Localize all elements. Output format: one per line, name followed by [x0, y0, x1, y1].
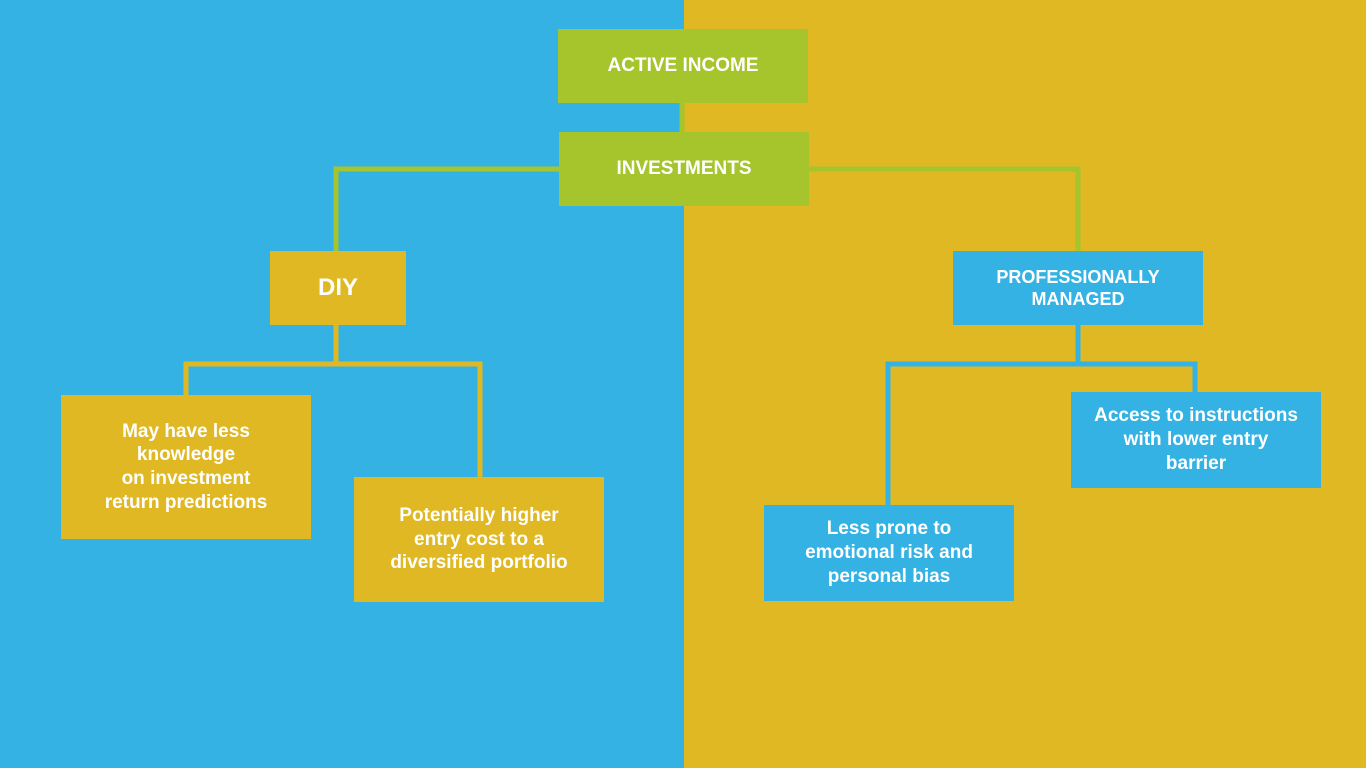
active-income-box: ACTIVE INCOME: [558, 29, 808, 103]
diy-box: DIY: [270, 251, 406, 325]
right-background-panel: [684, 0, 1366, 768]
connector-diy-branches: [183, 361, 483, 477]
diy-label: DIY: [317, 274, 358, 301]
investments-box: INVESTMENTS: [559, 132, 809, 206]
connector-pro-branches: [885, 361, 1198, 505]
connector-investments-to-pro: [809, 166, 1081, 251]
investments-label: INVESTMENTS: [616, 158, 752, 180]
connector-investments-to-diy: [333, 166, 559, 251]
left-background-panel: [0, 0, 684, 768]
active-income-label: ACTIVE INCOME: [607, 55, 759, 77]
